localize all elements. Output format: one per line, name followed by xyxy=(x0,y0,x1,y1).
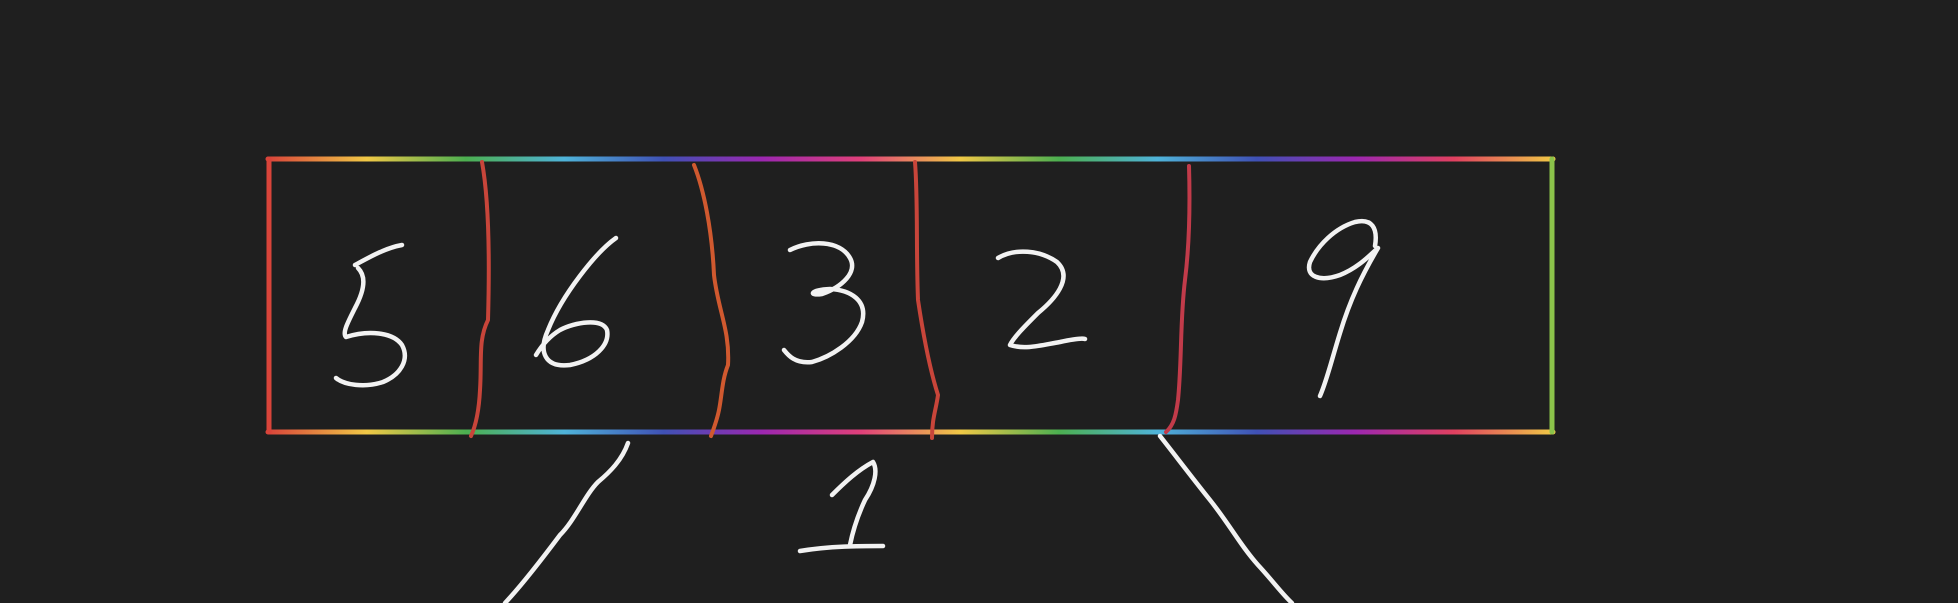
digit-3-glyph xyxy=(781,241,866,365)
cell-dividers xyxy=(469,160,1192,440)
cell-divider xyxy=(692,163,731,438)
digit-5-glyph xyxy=(333,242,408,388)
array-frame xyxy=(265,156,1556,435)
connector-line-left xyxy=(502,440,631,603)
digit-1-glyph xyxy=(797,459,886,554)
handwritten-digits xyxy=(333,218,1381,554)
cell-divider xyxy=(913,160,940,440)
cell-divider xyxy=(1164,164,1192,434)
connector-line-right xyxy=(1157,433,1295,603)
digit-9-glyph xyxy=(1306,218,1381,399)
digit-2-glyph xyxy=(995,249,1088,350)
connector-lines xyxy=(502,433,1295,603)
cell-divider xyxy=(469,160,491,438)
digit-6-glyph xyxy=(533,235,619,368)
